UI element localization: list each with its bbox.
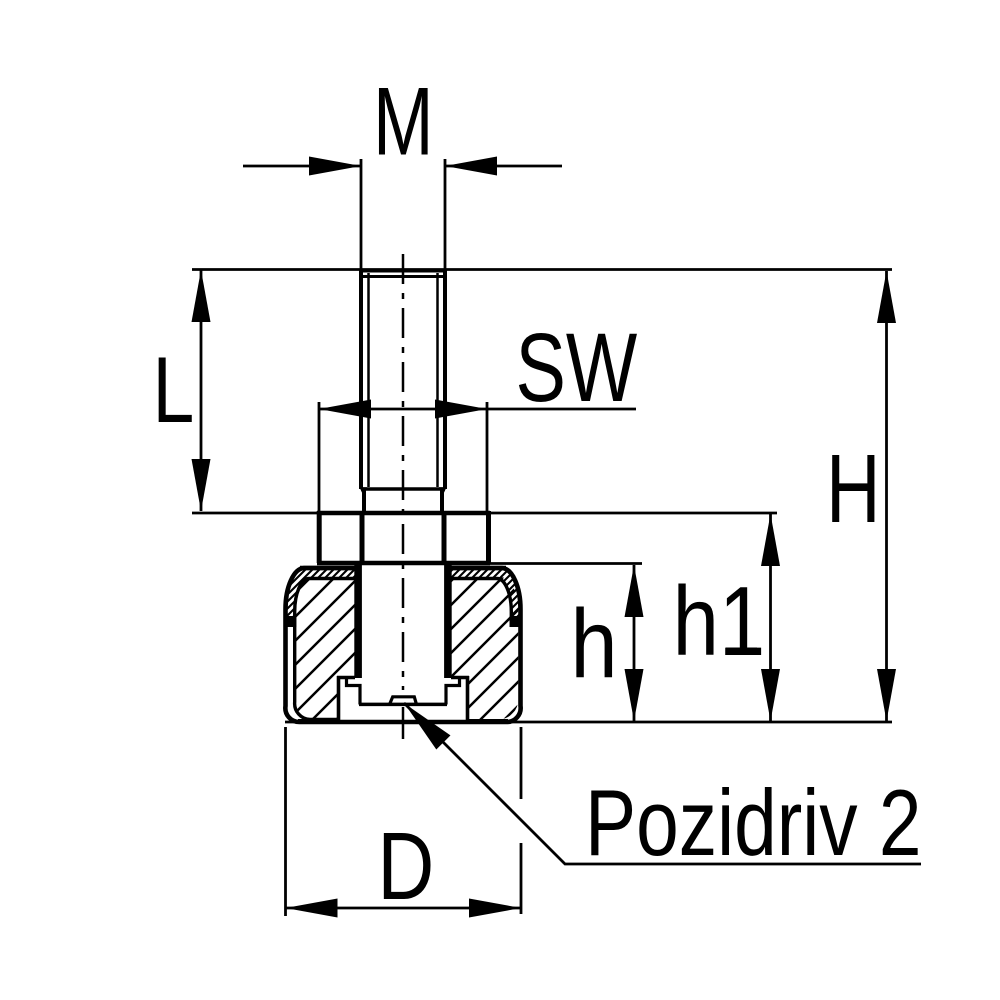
svg-text:L: L (153, 338, 195, 443)
svg-text:h: h (571, 589, 618, 698)
svg-text:H: H (826, 435, 881, 543)
svg-text:M: M (373, 69, 434, 176)
svg-text:Pozidriv 2: Pozidriv 2 (585, 772, 922, 876)
svg-text:D: D (377, 813, 434, 920)
svg-text:h1: h1 (673, 568, 766, 677)
svg-text:SW: SW (516, 314, 638, 422)
